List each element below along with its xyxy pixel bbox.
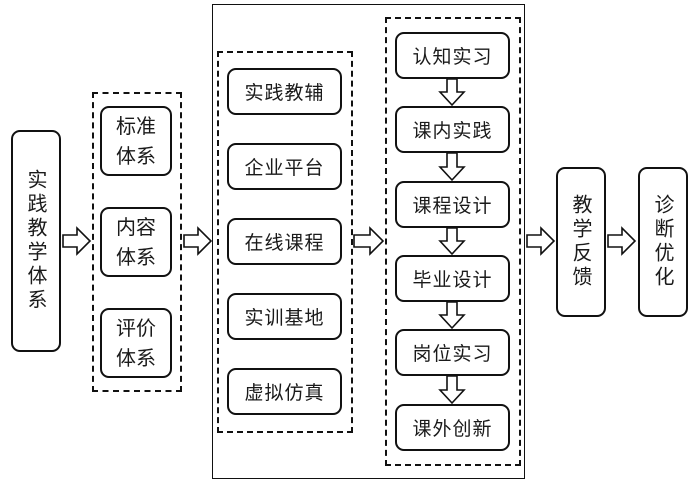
- graduation-design-label: 毕业设计: [412, 269, 493, 291]
- in-class-practice-box: 课内实践: [395, 106, 510, 153]
- in-class-practice-label: 课内实践: [412, 120, 493, 142]
- teaching-feedback-label: 教学反馈: [569, 194, 593, 290]
- graduation-design-box: 毕业设计: [395, 255, 510, 302]
- diagnostic-optimization-box: 诊断优化: [638, 167, 688, 317]
- arrow-down-icon: [438, 301, 466, 330]
- arrow-right-icon: [62, 226, 92, 256]
- evaluation-system-box: 评价体系: [100, 308, 172, 378]
- arrow-right-icon: [607, 226, 637, 256]
- enterprise-platform-box: 企业平台: [227, 143, 342, 190]
- cognitive-internship-box: 认知实习: [395, 32, 510, 79]
- resources-group: [217, 51, 353, 433]
- course-design-label: 课程设计: [412, 195, 493, 217]
- extracurricular-innovation-label: 课外创新: [412, 418, 493, 440]
- virtual-simulation-label: 虚拟仿真: [244, 382, 325, 404]
- teaching-feedback-box: 教学反馈: [556, 167, 606, 317]
- arrow-down-icon: [438, 375, 466, 405]
- standard-system-box: 标准体系: [100, 106, 172, 176]
- evaluation-system-label: 评价体系: [116, 316, 156, 370]
- enterprise-platform-label: 企业平台: [244, 157, 325, 179]
- stages-group: [385, 17, 521, 466]
- training-base-box: 实训基地: [227, 293, 342, 340]
- standard-system-label: 标准体系: [116, 114, 156, 168]
- extracurricular-innovation-box: 课外创新: [395, 404, 510, 451]
- systems-group: [92, 92, 182, 392]
- arrow-right-icon: [183, 226, 213, 256]
- arrow-right-icon: [353, 226, 385, 256]
- practice-teaching-system-box: 实践教学体系: [11, 130, 61, 352]
- arrow-down-icon: [438, 227, 466, 256]
- course-design-box: 课程设计: [395, 181, 510, 228]
- job-internship-box: 岗位实习: [395, 329, 510, 376]
- cognitive-internship-label: 认知实习: [412, 46, 493, 68]
- practice-aids-box: 实践教辅: [227, 68, 342, 115]
- online-course-box: 在线课程: [227, 218, 342, 265]
- practice-teaching-system-label: 实践教学体系: [24, 169, 48, 313]
- arrow-down-icon: [438, 152, 466, 182]
- arrow-right-icon: [526, 226, 556, 256]
- diagnostic-optimization-label: 诊断优化: [651, 194, 675, 290]
- job-internship-label: 岗位实习: [412, 343, 493, 365]
- training-base-label: 实训基地: [244, 307, 325, 329]
- implementation-frame: [212, 4, 525, 479]
- arrow-down-icon: [438, 78, 466, 107]
- content-system-box: 内容体系: [100, 207, 172, 277]
- content-system-label: 内容体系: [116, 215, 156, 269]
- online-course-label: 在线课程: [244, 232, 325, 254]
- virtual-simulation-box: 虚拟仿真: [227, 368, 342, 415]
- practice-aids-label: 实践教辅: [244, 82, 325, 104]
